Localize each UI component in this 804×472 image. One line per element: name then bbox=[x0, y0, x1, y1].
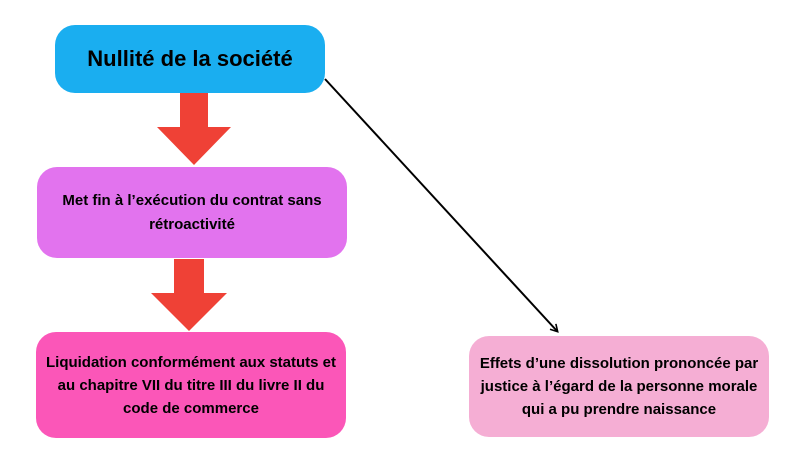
node-fin-execution-contrat-label: Met fin à l’exécution du contrat sans ré… bbox=[62, 191, 322, 233]
line-arrow-top-to-right bbox=[324, 78, 559, 333]
node-effets-dissolution-label: Effets d’une dissolution prononcée par j… bbox=[479, 355, 759, 418]
node-effets-dissolution: Effets d’une dissolution prononcée par j… bbox=[469, 336, 769, 437]
node-nullite-societe-label: Nullité de la société bbox=[87, 46, 293, 71]
node-nullite-societe: Nullité de la société bbox=[55, 25, 325, 93]
block-arrow-top-to-middle bbox=[157, 93, 231, 165]
node-liquidation-label: Liquidation conformément aux statuts et … bbox=[45, 353, 337, 417]
node-liquidation: Liquidation conformément aux statuts et … bbox=[36, 332, 346, 438]
node-fin-execution-contrat: Met fin à l’exécution du contrat sans ré… bbox=[37, 167, 347, 258]
block-arrow-middle-to-bottom bbox=[151, 259, 227, 331]
